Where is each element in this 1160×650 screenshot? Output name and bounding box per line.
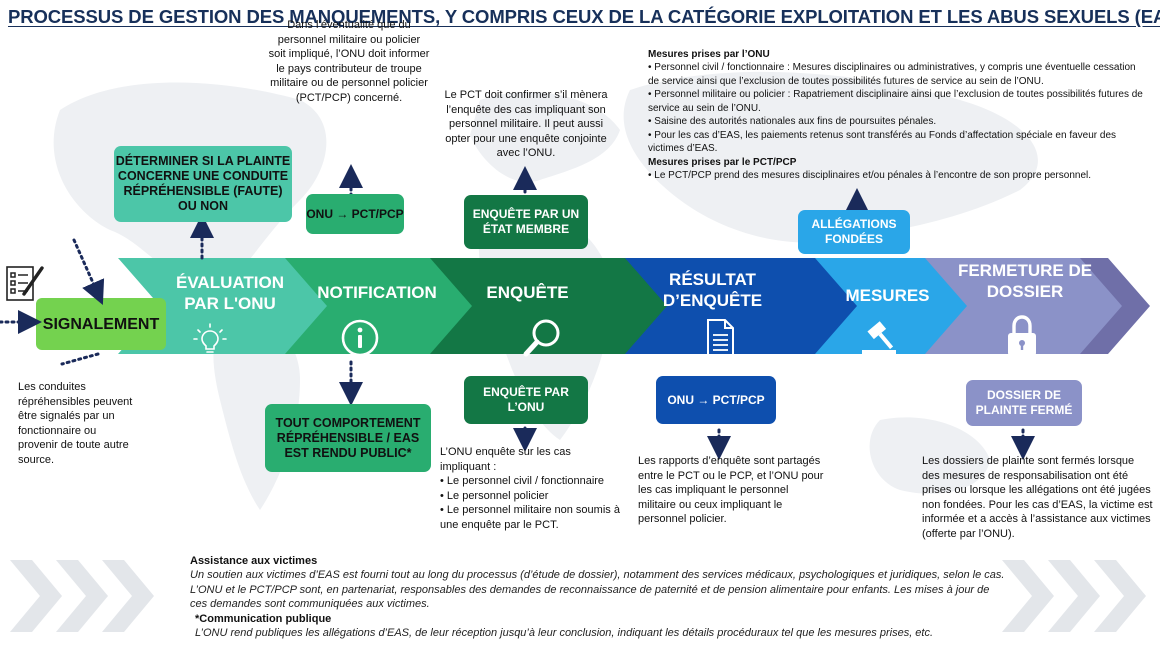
mesures-pct-heading: Mesures prises par le PCT/PCP: [648, 156, 797, 168]
magnifier-icon: [523, 319, 560, 357]
document-icon: [707, 319, 734, 357]
chevron-notification: [280, 258, 472, 354]
step-label-resultat: RÉSULTAT D’ENQUÊTE: [662, 270, 763, 310]
gavel-icon: [862, 321, 896, 356]
padlock-icon: [1008, 315, 1036, 356]
enquete-bullet: • Le personnel policier: [440, 489, 549, 502]
mesures-onu-bullet: • Pour les cas d’EAS, les paiements rete…: [648, 129, 1117, 155]
mesures-pct-bullet: • Le PCT/PCP prend des mesures disciplin…: [648, 169, 1092, 181]
mesures-onu-bullet: • Personnel militaire ou policier : Rapa…: [648, 89, 1143, 114]
checklist-pen-icon: [6, 266, 44, 301]
lightbulb-icon: [193, 323, 227, 353]
communication-text: L’ONU rend publiques les allégations d’E…: [195, 626, 934, 639]
notification-top-box: ONU → PCT/PCP: [306, 194, 404, 234]
fermeture-bottom-text: Les dossiers de plainte sont fermés lors…: [922, 455, 1153, 540]
enquete-top-text: Le PCT doit confirmer s’il mènera l’enqu…: [444, 89, 608, 160]
mesures-text-block: Mesures prises par l’ONU • Personnel civ…: [648, 48, 1148, 182]
enquete-etat-membre-box: ENQUÊTE PAR UN ÉTAT MEMBRE: [464, 195, 588, 249]
signalement-box: SIGNALEMENT: [36, 298, 166, 350]
decorative-chevrons-right-icon: [1002, 560, 1146, 632]
step-label-mesures: MESURES: [845, 286, 930, 305]
step-label-notification: NOTIFICATION: [317, 283, 437, 302]
chevron-mesures: [810, 258, 967, 354]
notification-top-text: Dans l’éventualité que du personnel mili…: [268, 19, 430, 104]
chevron-evaluation: [118, 258, 327, 354]
mesures-onu-bullet: • Saisine des autorités nationales aux f…: [648, 116, 937, 127]
dossier-ferme-box: DOSSIER DE PLAINTE FERMÉ: [966, 380, 1082, 426]
chevron-fermeture: [920, 258, 1122, 354]
enquete-bottom-text: L’ONU enquête sur les cas impliquant : •…: [440, 445, 620, 533]
signalement-note: Les conduites répréhensibles peuvent êtr…: [18, 381, 133, 466]
chevron-enquete: [425, 258, 667, 354]
assistance-text: Un soutien aux victimes d’EAS est fourni…: [190, 569, 1005, 610]
footer-assistance: Assistance aux victimes Un soutien aux v…: [190, 554, 1005, 640]
mesures-onu-bullet: • Personnel civil / fonctionnaire : Mesu…: [648, 62, 1136, 87]
step-label-enquete: ENQUÊTE: [486, 283, 569, 302]
enquete-bullet: • Le personnel civil / fonctionnaire: [440, 475, 605, 488]
communication-heading: *Communication publique: [195, 612, 332, 625]
step-label-fermeture: FERMETURE DE DOSSIER: [957, 261, 1093, 301]
chevron-fermeture-tail: [1075, 258, 1150, 354]
assistance-heading: Assistance aux victimes: [190, 555, 318, 567]
mesures-onu-heading: Mesures prises par l’ONU: [648, 49, 770, 60]
info-icon: [341, 319, 379, 357]
allegations-fondees-box: ALLÉGATIONS FONDÉES: [798, 210, 910, 254]
process-arrow: [118, 258, 1150, 354]
resultat-box: ONU → PCT/PCP: [656, 376, 776, 424]
enquete-intro: L’ONU enquête sur les cas impliquant :: [440, 446, 571, 473]
chevron-resultat: [620, 258, 857, 354]
enquete-bullet: • Le personnel militaire non soumis à un…: [440, 504, 620, 531]
evaluation-box: DÉTERMINER SI LA PLAINTE CONCERNE UNE CO…: [114, 146, 292, 222]
enquete-onu-box: ENQUÊTE PAR L’ONU: [464, 376, 588, 424]
notification-public-box: TOUT COMPORTEMENT RÉPRÉHENSIBLE / EAS ES…: [265, 404, 431, 472]
step-label-evaluation: ÉVALUATION PAR L'ONU: [176, 273, 284, 313]
decorative-chevrons-left-icon: [10, 560, 154, 632]
resultat-bottom-text: Les rapports d’enquête sont partagés ent…: [638, 455, 824, 526]
page-title: PROCESSUS DE GESTION DES MANQUEMENTS, Y …: [8, 6, 1160, 27]
